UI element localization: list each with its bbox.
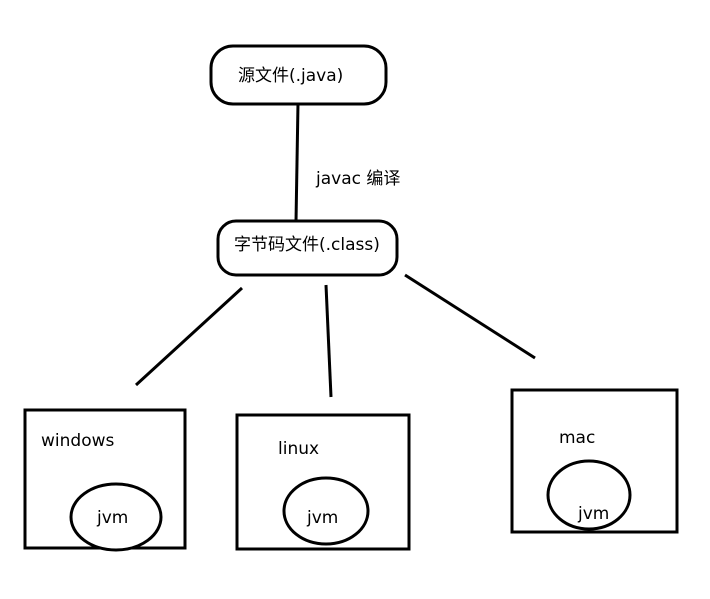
bytecode-node-box (216, 219, 399, 277)
bytecode-node-label: 字节码文件(.class) (234, 235, 380, 255)
mac-jvm-ellipse (546, 459, 632, 531)
mac-jvm-label: jvm (578, 504, 610, 524)
linux-label: linux (278, 439, 320, 459)
compile-connector (294, 102, 300, 223)
mac-label: mac (559, 428, 596, 448)
windows-jvm-label: jvm (97, 508, 129, 528)
connector-mac (404, 273, 536, 360)
linux-jvm-ellipse (282, 476, 370, 546)
source-node-label: 源文件(.java) (238, 66, 344, 86)
source-node-box (209, 44, 388, 106)
linux-jvm-label: jvm (307, 508, 339, 528)
compile-edge-label: javac 编译 (316, 169, 401, 189)
windows-jvm-ellipse (69, 482, 163, 552)
connector-windows (134, 286, 244, 387)
connector-linux (324, 284, 333, 398)
windows-label: windows (41, 431, 115, 451)
